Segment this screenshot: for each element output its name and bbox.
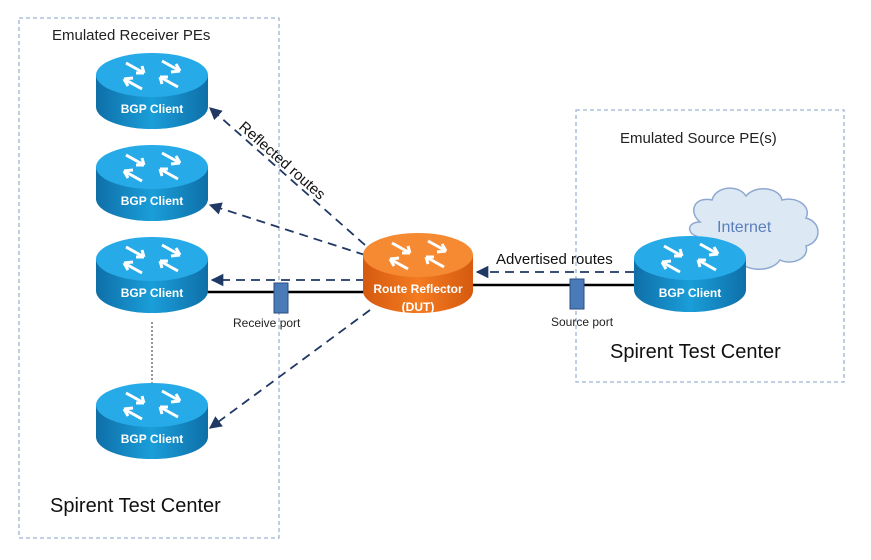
receive-port-label: Receive port [233, 316, 301, 330]
bgp-client-router-2: BGP Client [96, 145, 208, 221]
bgp-client-router-4: BGP Client [96, 383, 208, 459]
reflected-arrow-1 [209, 107, 366, 246]
route-reflector-router: Route Reflector (DUT) [363, 233, 473, 314]
bgp-client-router-1: BGP Client [96, 53, 208, 129]
left-group-box [18, 17, 280, 539]
reflected-arrow-2 [208, 202, 366, 256]
dut-label: (DUT) [402, 300, 435, 314]
source-port-label: Source port [551, 315, 614, 329]
right-group-title: Emulated Source PE(s) [620, 130, 777, 147]
reflected-arrow-4 [208, 309, 371, 429]
bgp-client-label-3: BGP Client [121, 286, 183, 300]
bgp-client-label-1: BGP Client [121, 102, 183, 116]
route-reflector-label: Route Reflector [373, 282, 463, 296]
reflected-routes-label: Reflected routes [235, 118, 328, 203]
source-bgp-client-label: BGP Client [659, 286, 721, 300]
bgp-client-label-4: BGP Client [121, 432, 183, 446]
left-group-footer: Spirent Test Center [50, 495, 221, 517]
receive-port [273, 282, 289, 314]
internet-label: Internet [717, 219, 772, 236]
advertised-routes-label: Advertised routes [496, 251, 613, 268]
left-group-title: Emulated Receiver PEs [52, 27, 210, 44]
bgp-client-label-2: BGP Client [121, 194, 183, 208]
bgp-client-router-3: BGP Client [96, 237, 208, 313]
source-bgp-client-router: BGP Client [634, 236, 746, 312]
right-group-footer: Spirent Test Center [610, 341, 781, 363]
source-port [569, 278, 585, 310]
right-group-box [575, 109, 845, 383]
